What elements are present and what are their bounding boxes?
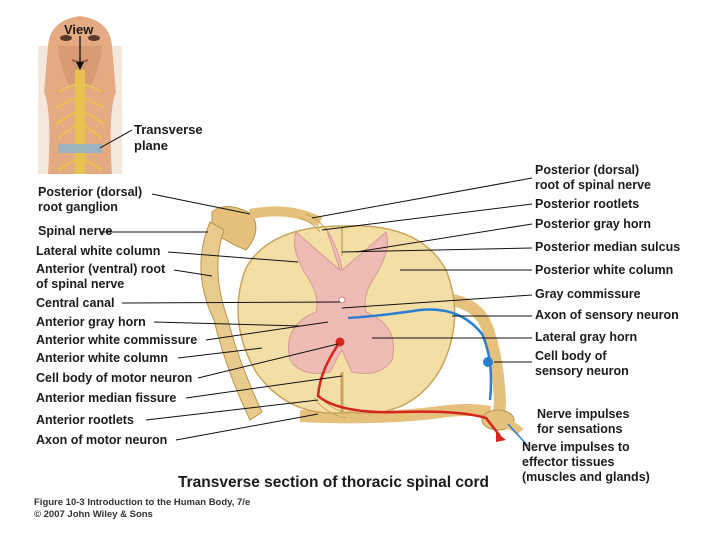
label-line: Anterior gray horn xyxy=(36,315,146,329)
right-anterior-root-shape xyxy=(299,404,492,424)
transverse-plane-label-line2: plane xyxy=(134,138,168,153)
label-posterior-gray-horn: Posterior gray horn xyxy=(535,217,651,232)
label-line: of spinal nerve xyxy=(36,277,125,291)
label-line: Axon of sensory neuron xyxy=(535,308,679,322)
label-line: Axon of motor neuron xyxy=(36,433,168,447)
label-anterior-median-fissure: Anterior median fissure xyxy=(36,391,176,406)
label-line: Anterior white commissure xyxy=(36,333,198,347)
label-line: Nerve impulses to xyxy=(522,440,630,454)
neck-inset xyxy=(38,16,133,174)
label-central-canal: Central canal xyxy=(36,296,115,311)
label-line: Posterior white column xyxy=(535,263,674,277)
label-line: Gray commissure xyxy=(535,287,641,301)
label-anterior-white-column: Anterior white column xyxy=(36,351,168,366)
label-line: root of spinal nerve xyxy=(535,178,651,192)
figure-credit: Figure 10-3 Introduction to the Human Bo… xyxy=(34,497,251,508)
label-motor-neuron-body: Cell body of motor neuron xyxy=(36,371,192,386)
label-line: Posterior median sulcus xyxy=(535,240,681,254)
label-line: Anterior median fissure xyxy=(36,391,177,405)
label-line: Anterior rootlets xyxy=(36,413,134,427)
label-posterior-root: Posterior (dorsal) root of spinal nerve xyxy=(535,163,651,193)
label-line: Posterior rootlets xyxy=(535,197,640,211)
figure-caption: Transverse section of thoracic spinal co… xyxy=(178,474,489,491)
motor-neuron-body-dot xyxy=(335,337,345,347)
inset-spinal-cord xyxy=(75,70,85,174)
label-line: Posterior (dorsal) xyxy=(535,163,640,177)
label-line: Posterior (dorsal) xyxy=(38,185,143,199)
label-anterior-root: Anterior (ventral) root of spinal nerve xyxy=(36,262,165,292)
label-anterior-gray-horn: Anterior gray horn xyxy=(36,315,146,330)
label-anterior-rootlets: Anterior rootlets xyxy=(36,413,134,428)
label-line: Posterior gray horn xyxy=(535,217,651,231)
label-line: Anterior white column xyxy=(36,351,168,365)
label-sensory-neuron-body: Cell body of sensory neuron xyxy=(535,349,629,379)
label-sensory-axon: Axon of sensory neuron xyxy=(535,308,679,323)
label-line: Anterior (ventral) root xyxy=(36,262,166,276)
sensory-neuron-body-dot xyxy=(483,357,493,367)
label-posterior-rootlets: Posterior rootlets xyxy=(535,197,639,212)
label-impulses-effectors: Nerve impulses to effector tissues (musc… xyxy=(522,440,650,485)
label-line: (muscles and glands) xyxy=(522,470,650,484)
label-lateral-gray-horn: Lateral gray horn xyxy=(535,330,637,345)
label-line: Lateral white column xyxy=(36,244,161,258)
view-arrowhead xyxy=(76,62,84,70)
right-eye xyxy=(88,35,100,41)
label-line: Spinal nerve xyxy=(38,224,113,238)
label-line: Nerve impulses xyxy=(537,407,630,421)
leader-lines xyxy=(100,177,533,441)
label-posterior-root-ganglion: Posterior (dorsal) root ganglion xyxy=(38,185,142,215)
cord-section xyxy=(200,206,529,447)
label-line: Lateral gray horn xyxy=(535,330,638,344)
view-label: View xyxy=(64,22,94,37)
label-line: effector tissues xyxy=(522,455,615,469)
label-line: for sensations xyxy=(537,422,623,436)
label-gray-commissure: Gray commissure xyxy=(535,287,641,302)
label-anterior-white-commissure: Anterior white commissure xyxy=(36,333,197,348)
label-lateral-white-column: Lateral white column xyxy=(36,244,160,259)
label-line: Cell body of xyxy=(535,349,607,363)
central-canal-shape xyxy=(338,296,346,304)
label-line: Central canal xyxy=(36,296,115,310)
label-line: root ganglion xyxy=(38,200,118,214)
left-eye xyxy=(60,35,72,41)
plane-leader xyxy=(99,129,133,149)
label-line: Cell body of motor neuron xyxy=(36,371,193,385)
posterior-root-shape xyxy=(249,206,323,227)
transverse-plane-marker xyxy=(58,144,102,153)
label-impulses-sensations: Nerve impulses for sensations xyxy=(537,407,629,437)
label-posterior-white-column: Posterior white column xyxy=(535,263,673,278)
posterior-root-ganglion-shape xyxy=(211,206,257,251)
label-line: sensory neuron xyxy=(535,364,629,378)
sensory-impulse-arrow xyxy=(507,423,529,447)
left-spinal-nerve-shape xyxy=(200,221,263,421)
label-posterior-median-sulcus: Posterior median sulcus xyxy=(535,240,680,255)
copyright-line: © 2007 John Wiley & Sons xyxy=(34,509,153,520)
motor-path-line xyxy=(316,341,501,437)
label-motor-axon: Axon of motor neuron xyxy=(36,433,167,448)
right-spinal-nerve-shape xyxy=(496,415,524,436)
motor-arrowhead xyxy=(496,432,506,442)
right-posterior-root-shape xyxy=(450,294,507,422)
label-spinal-nerve: Spinal nerve xyxy=(38,224,112,239)
transverse-plane-label: Transverse xyxy=(134,122,203,137)
inset-nerves xyxy=(55,83,105,171)
